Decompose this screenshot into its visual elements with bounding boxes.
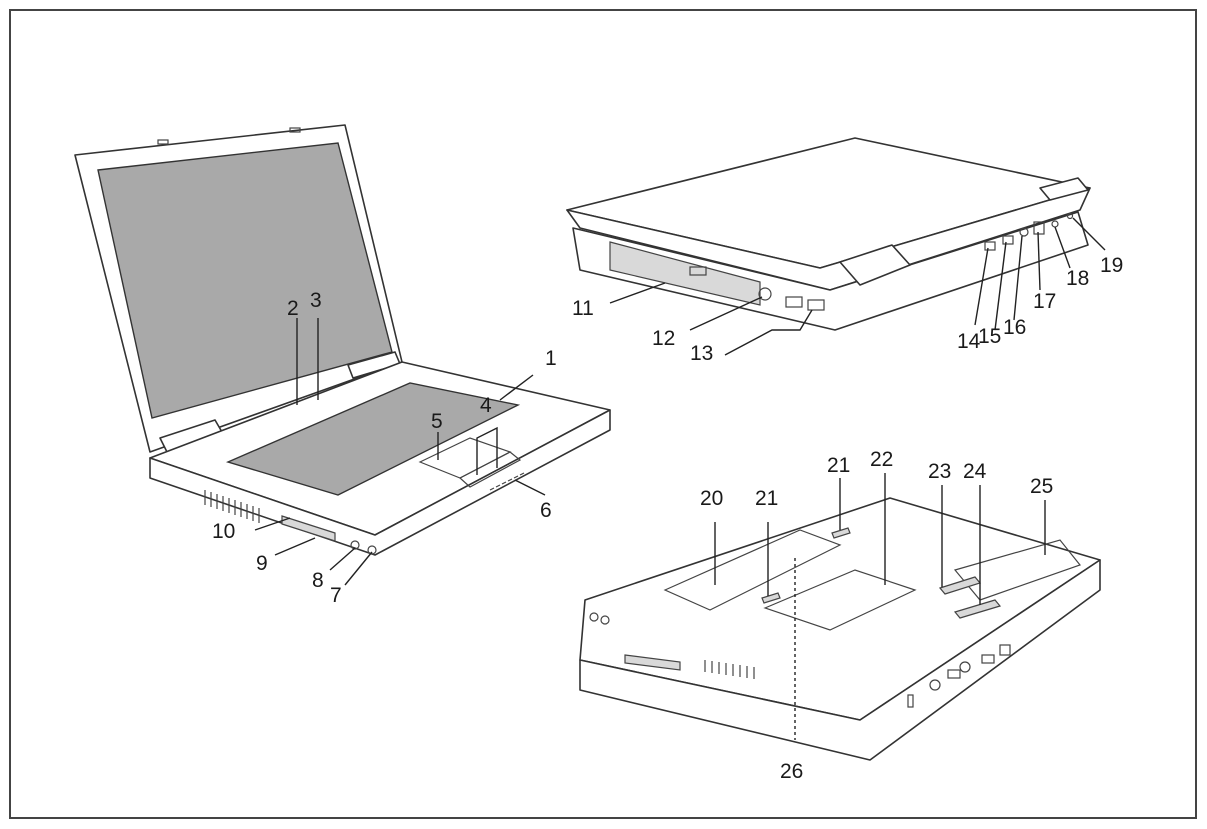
- lid-latch-left: [158, 140, 168, 144]
- callout-9: 9: [256, 552, 268, 575]
- callout-4: 4: [480, 394, 492, 417]
- callout-7: 7: [330, 584, 342, 607]
- callout-5: 5: [431, 410, 443, 433]
- callout-19: 19: [1100, 254, 1123, 277]
- callout-1: 1: [545, 347, 557, 370]
- callout-8: 8: [312, 569, 324, 592]
- callout-11: 11: [572, 297, 594, 320]
- callout-6: 6: [540, 499, 552, 522]
- callout-23: 23: [928, 460, 951, 483]
- callout-3: 3: [310, 289, 322, 312]
- callout-15: 15: [978, 325, 1001, 348]
- callout-16: 16: [1003, 316, 1026, 339]
- callout-13: 13: [690, 342, 713, 365]
- callout-21b: 21: [827, 454, 850, 477]
- callout-24: 24: [963, 460, 987, 483]
- callout-18: 18: [1066, 267, 1089, 290]
- callout-21a: 21: [755, 487, 778, 510]
- underside-view: [580, 498, 1100, 760]
- closed-laptop-rear-view: [567, 138, 1090, 330]
- callout-2: 2: [287, 297, 299, 320]
- callout-26: 26: [780, 760, 803, 783]
- callout-17: 17: [1033, 290, 1056, 313]
- callout-22: 22: [870, 448, 893, 471]
- callout-20: 20: [700, 487, 723, 510]
- callout-12: 12: [652, 327, 675, 350]
- open-laptop-view: [75, 125, 610, 555]
- callout-10: 10: [212, 520, 235, 543]
- callout-25: 25: [1030, 475, 1053, 498]
